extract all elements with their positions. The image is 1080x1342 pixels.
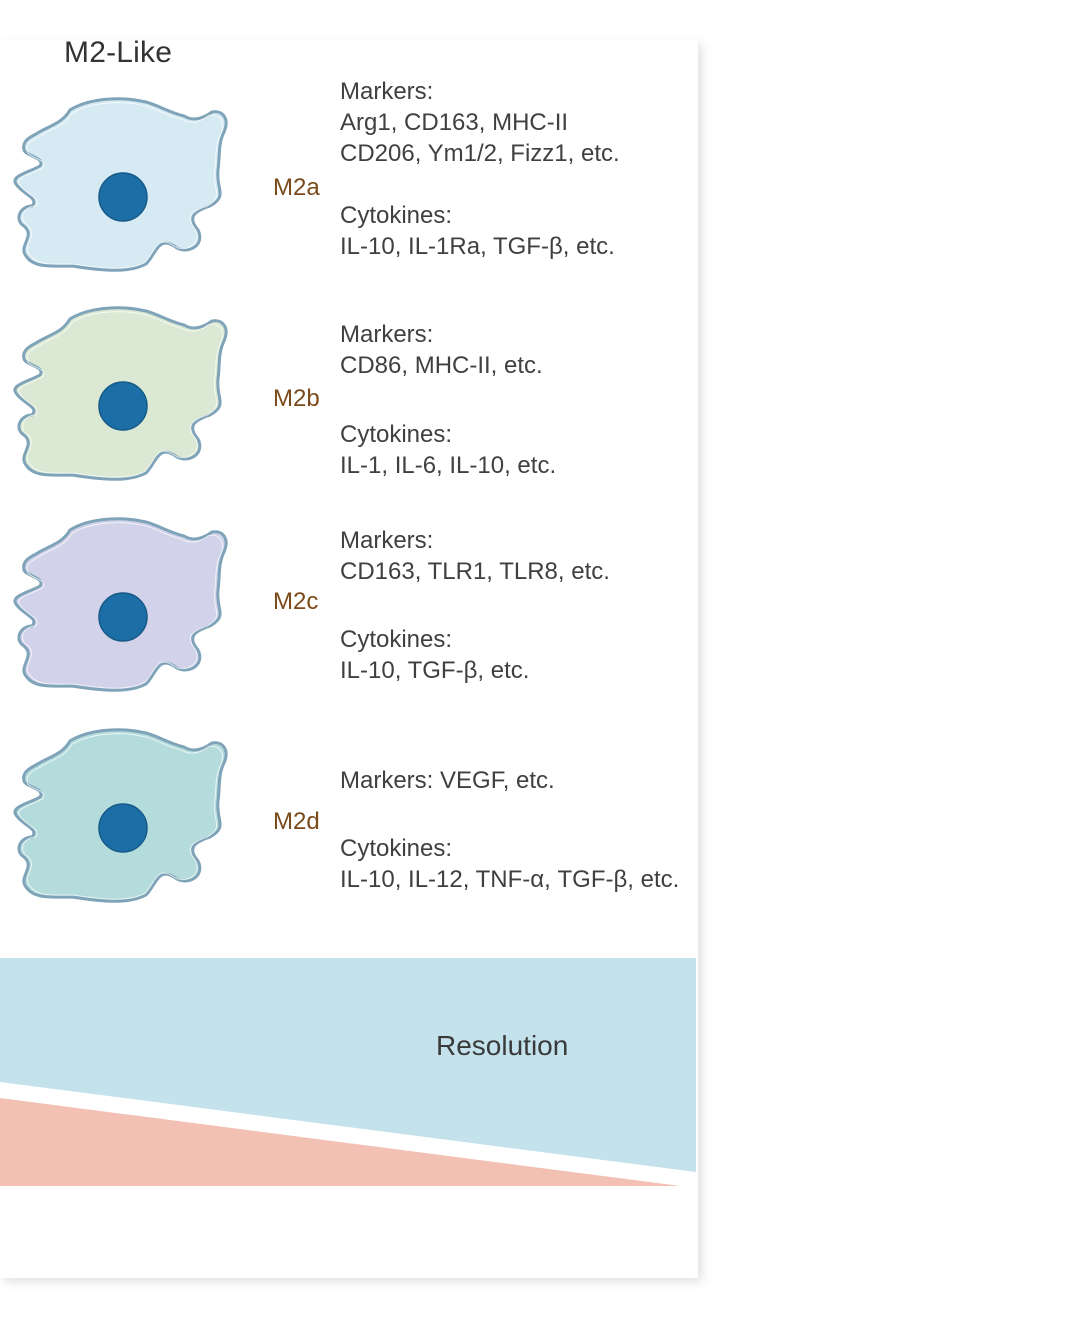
resolution-band-blue (0, 958, 696, 1172)
info-block-m2a: Markers: Arg1, CD163, MHC-II CD206, Ym1/… (340, 76, 696, 262)
cell-body-m2d (13, 728, 228, 903)
cytokines-line: IL-1, IL-6, IL-10, etc. (340, 452, 557, 479)
markers-heading: Markers: (340, 527, 434, 554)
cell-body-m2b (13, 306, 228, 481)
nucleus (98, 381, 148, 431)
macrophage-icon-m2d (13, 728, 228, 903)
markers-line: Arg1, CD163, MHC-II (340, 109, 569, 136)
macrophage-icon-m2a (13, 97, 228, 272)
subtype-label-m2a: M2a (273, 174, 320, 201)
cytokines-line: IL-10, IL-12, TNF-α, TGF-β, etc. (340, 866, 680, 893)
nucleus (98, 803, 148, 853)
inflammation-band-red (0, 1098, 680, 1186)
subtype-label-m2c: M2c (273, 588, 319, 615)
macrophage-icon-m2c (13, 517, 228, 692)
markers-heading: Markers: (340, 78, 434, 105)
info-block-m2b: Markers: CD86, MHC-II, etc. Cytokines: I… (340, 319, 696, 481)
resolution-label: Resolution (436, 1030, 569, 1061)
nucleus (98, 172, 148, 222)
cytokines-heading: Cytokines: (340, 626, 453, 653)
subtype-label-m2d: M2d (273, 808, 320, 835)
cell-body-m2a (13, 97, 228, 272)
resolution-band (0, 958, 696, 1186)
markers-line: CD163, TLR1, TLR8, etc. (340, 558, 610, 585)
markers-heading: Markers: VEGF, etc. (340, 767, 555, 794)
markers-heading: Markers: (340, 321, 434, 348)
subtype-label-m2b: M2b (273, 385, 320, 412)
info-block-m2d: Markers: VEGF, etc. Cytokines: IL-10, IL… (340, 765, 696, 895)
cytokines-heading: Cytokines: (340, 202, 453, 229)
markers-line: CD86, MHC-II, etc. (340, 352, 543, 379)
macrophage-icon-m2b (13, 306, 228, 481)
cytokines-line: IL-10, IL-1Ra, TGF-β, etc. (340, 233, 615, 260)
cell-body-m2c (13, 517, 228, 692)
cytokines-heading: Cytokines: (340, 835, 453, 862)
cytokines-heading: Cytokines: (340, 421, 453, 448)
panel-title: M2-Like (64, 36, 173, 69)
cytokines-line: IL-10, TGF-β, etc. (340, 657, 530, 684)
info-block-m2c: Markers: CD163, TLR1, TLR8, etc. Cytokin… (340, 525, 696, 686)
markers-line: CD206, Ym1/2, Fizz1, etc. (340, 140, 620, 167)
nucleus (98, 592, 148, 642)
